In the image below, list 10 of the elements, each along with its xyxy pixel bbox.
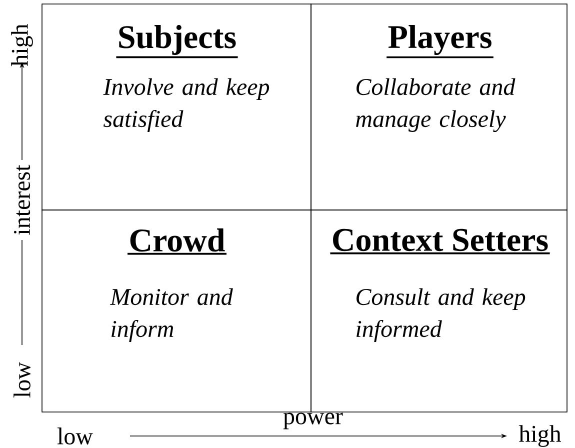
- quadrant-heading: Players: [386, 25, 494, 58]
- quadrant-heading: Subjects: [116, 25, 238, 58]
- axis-label: power: [283, 412, 343, 430]
- quadrant-description: Collaborate and manage closely: [356, 78, 516, 132]
- quadrant-description: Involve and keep satisfied: [103, 78, 270, 132]
- quadrant-description: Consult and keep informed: [356, 288, 526, 342]
- axis-label: interest: [14, 164, 30, 235]
- quadrant-heading: Context Setters: [330, 228, 550, 254]
- quadrant-description: Monitor and inform: [110, 288, 233, 342]
- quadrant-heading: Crowd: [128, 228, 226, 255]
